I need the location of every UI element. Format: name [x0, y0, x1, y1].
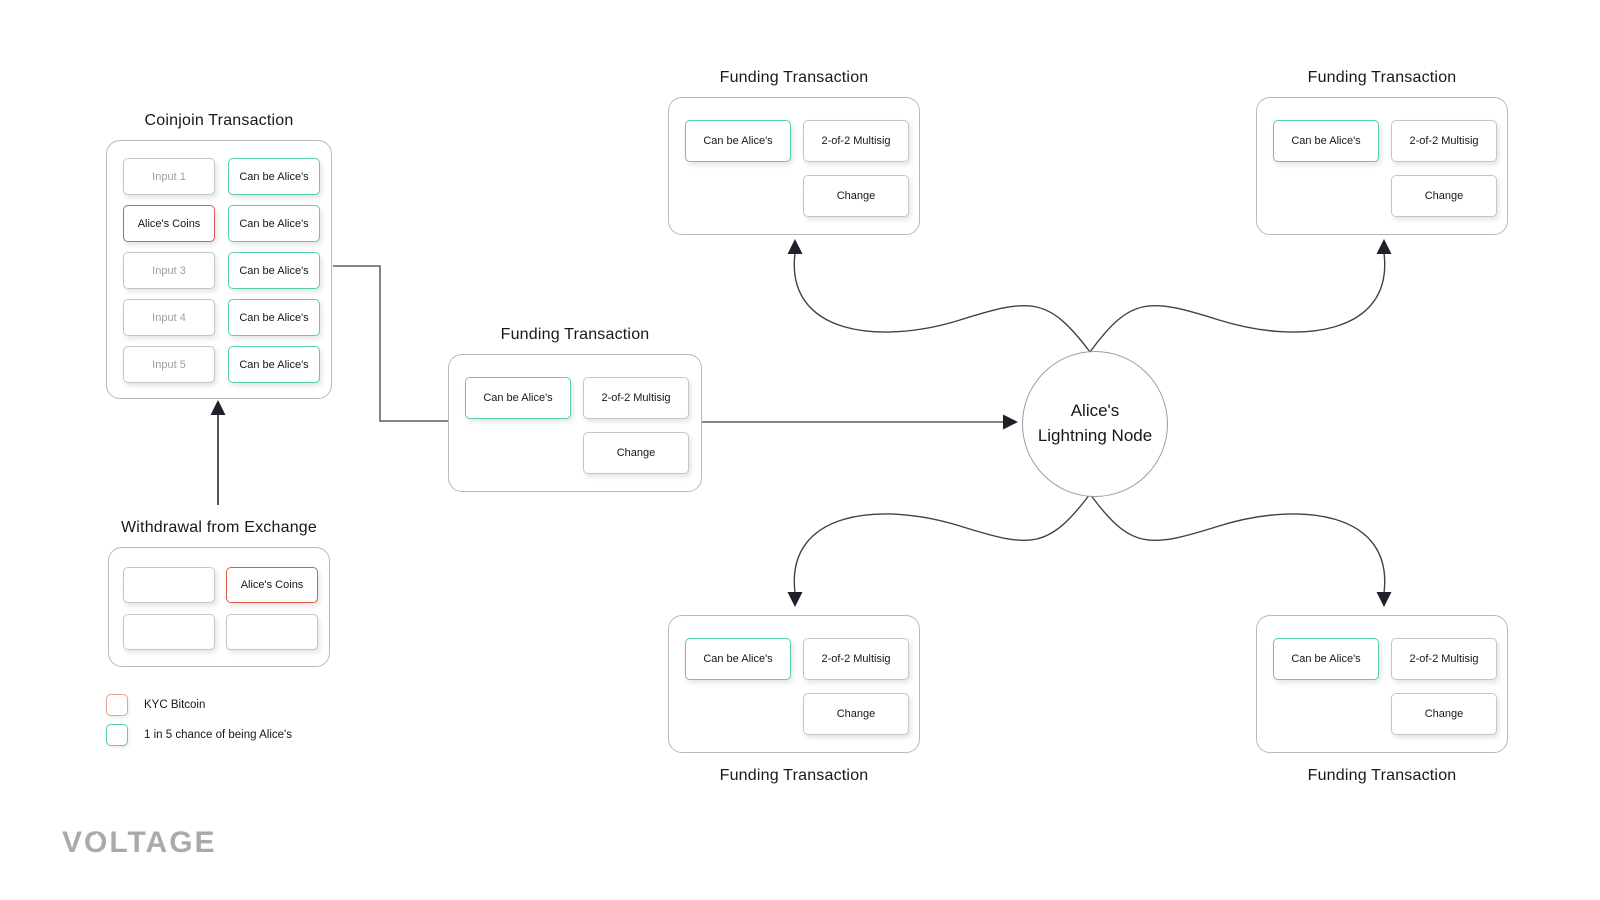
kyc-legend-label: KYC Bitcoin: [144, 699, 206, 711]
coinjoin-output-4: Can be Alice's: [228, 299, 320, 336]
funding-output-change: Change: [583, 432, 689, 474]
bottom-center-arrowhead: [787, 592, 803, 607]
funding-output-change: Change: [1391, 693, 1497, 735]
funding-output-change: Change: [1391, 175, 1497, 217]
coinjoin-input-5: Input 5: [123, 346, 215, 383]
funding-output-multisig: 2-of-2 Multisig: [583, 377, 689, 419]
funding-title: Funding Transaction: [1307, 767, 1457, 784]
coinjoin-output-5: Can be Alice's: [228, 346, 320, 383]
funding-output-can-be-alices: Can be Alice's: [465, 377, 571, 419]
funding-output-can-be-alices: Can be Alice's: [1273, 638, 1379, 680]
logo-bolt-o-icon: O: [84, 826, 109, 860]
funding-transaction-top-right: Funding Transaction Can be Alice's 2-of-…: [1256, 69, 1508, 235]
legend-row-chance: 1 in 5 chance of being Alice's: [106, 724, 292, 746]
funding-output-multisig: 2-of-2 Multisig: [803, 638, 909, 680]
funding-output-can-be-alices: Can be Alice's: [685, 638, 791, 680]
kyc-red-swatch: [106, 694, 128, 716]
withdrawal-alices-coins-cell: Alice's Coins: [226, 567, 318, 603]
bottom-right-arrowhead: [1376, 592, 1392, 607]
funding-box: Can be Alice's 2-of-2 Multisig Change: [1256, 97, 1508, 235]
withdrawal-empty-cell: [123, 614, 215, 650]
funding-output-multisig: 2-of-2 Multisig: [1391, 120, 1497, 162]
funding-title: Funding Transaction: [1307, 69, 1457, 86]
coinjoin-title: Coinjoin Transaction: [144, 112, 294, 129]
coinjoin-output-3: Can be Alice's: [228, 252, 320, 289]
funding-output-change: Change: [803, 175, 909, 217]
voltage-logo: VOLTAGE: [62, 826, 217, 860]
funding-transaction-middle: Funding Transaction Can be Alice's 2-of-…: [448, 326, 702, 492]
coinjoin-output-2: Can be Alice's: [228, 205, 320, 242]
withdrawal-to-coinjoin-arrowhead: [210, 400, 226, 415]
node-to-bottom-right-curve: [1089, 493, 1386, 594]
funding-output-multisig: 2-of-2 Multisig: [1391, 638, 1497, 680]
coinjoin-transaction-section: Coinjoin Transaction Input 1 Alice's Coi…: [106, 112, 332, 399]
withdrawal-empty-cell: [226, 614, 318, 650]
funding-title: Funding Transaction: [719, 767, 869, 784]
funding-box: Can be Alice's 2-of-2 Multisig Change: [448, 354, 702, 492]
node-to-top-right-curve: [1089, 252, 1386, 353]
coinjoin-output-1: Can be Alice's: [228, 158, 320, 195]
legend: KYC Bitcoin 1 in 5 chance of being Alice…: [106, 694, 292, 746]
coinjoin-input-4: Input 4: [123, 299, 215, 336]
coinjoin-box: Input 1 Alice's Coins Input 3 Input 4 In…: [106, 140, 332, 399]
top-center-arrowhead: [787, 239, 803, 254]
funding-box: Can be Alice's 2-of-2 Multisig Change: [668, 615, 920, 753]
node-label-line2: Lightning Node: [1037, 426, 1153, 445]
coinjoin-input-1: Input 1: [123, 158, 215, 195]
funding-transaction-bottom-right: Can be Alice's 2-of-2 Multisig Change Fu…: [1256, 615, 1508, 785]
node-label-line1: Alice's: [1070, 401, 1120, 421]
funding-transaction-bottom-center: Can be Alice's 2-of-2 Multisig Change Fu…: [668, 615, 920, 785]
top-right-arrowhead: [1376, 239, 1392, 254]
alices-lightning-node-circle: Alice's Lightning Node: [1022, 351, 1168, 497]
funding-box: Can be Alice's 2-of-2 Multisig Change: [1256, 615, 1508, 753]
funding-to-node-arrowhead: [1003, 414, 1018, 430]
withdrawal-empty-cell: [123, 567, 215, 603]
node-to-bottom-center-curve: [793, 493, 1091, 594]
coinjoin-to-funding-elbow-line: [333, 265, 448, 422]
coinjoin-input-3: Input 3: [123, 252, 215, 289]
logo-letters-rest: LTAGE: [109, 826, 217, 859]
funding-title: Funding Transaction: [719, 69, 869, 86]
logo-letter-v: V: [62, 826, 85, 859]
funding-output-multisig: 2-of-2 Multisig: [803, 120, 909, 162]
node-label: Alice's Lightning Node: [1038, 399, 1152, 448]
coinjoin-input-alices-coins: Alice's Coins: [123, 205, 215, 242]
funding-title: Funding Transaction: [500, 326, 650, 343]
funding-output-can-be-alices: Can be Alice's: [685, 120, 791, 162]
funding-box: Can be Alice's 2-of-2 Multisig Change: [668, 97, 920, 235]
withdrawal-box: Alice's Coins: [108, 547, 330, 667]
funding-output-can-be-alices: Can be Alice's: [1273, 120, 1379, 162]
node-to-top-center-curve: [793, 252, 1091, 353]
legend-row-kyc: KYC Bitcoin: [106, 694, 292, 716]
withdrawal-title: Withdrawal from Exchange: [121, 519, 317, 536]
chance-legend-label: 1 in 5 chance of being Alice's: [144, 729, 292, 741]
funding-transaction-top-center: Funding Transaction Can be Alice's 2-of-…: [668, 69, 920, 235]
chance-green-swatch: [106, 724, 128, 746]
withdrawal-from-exchange-section: Withdrawal from Exchange Alice's Coins: [108, 519, 330, 667]
funding-output-change: Change: [803, 693, 909, 735]
